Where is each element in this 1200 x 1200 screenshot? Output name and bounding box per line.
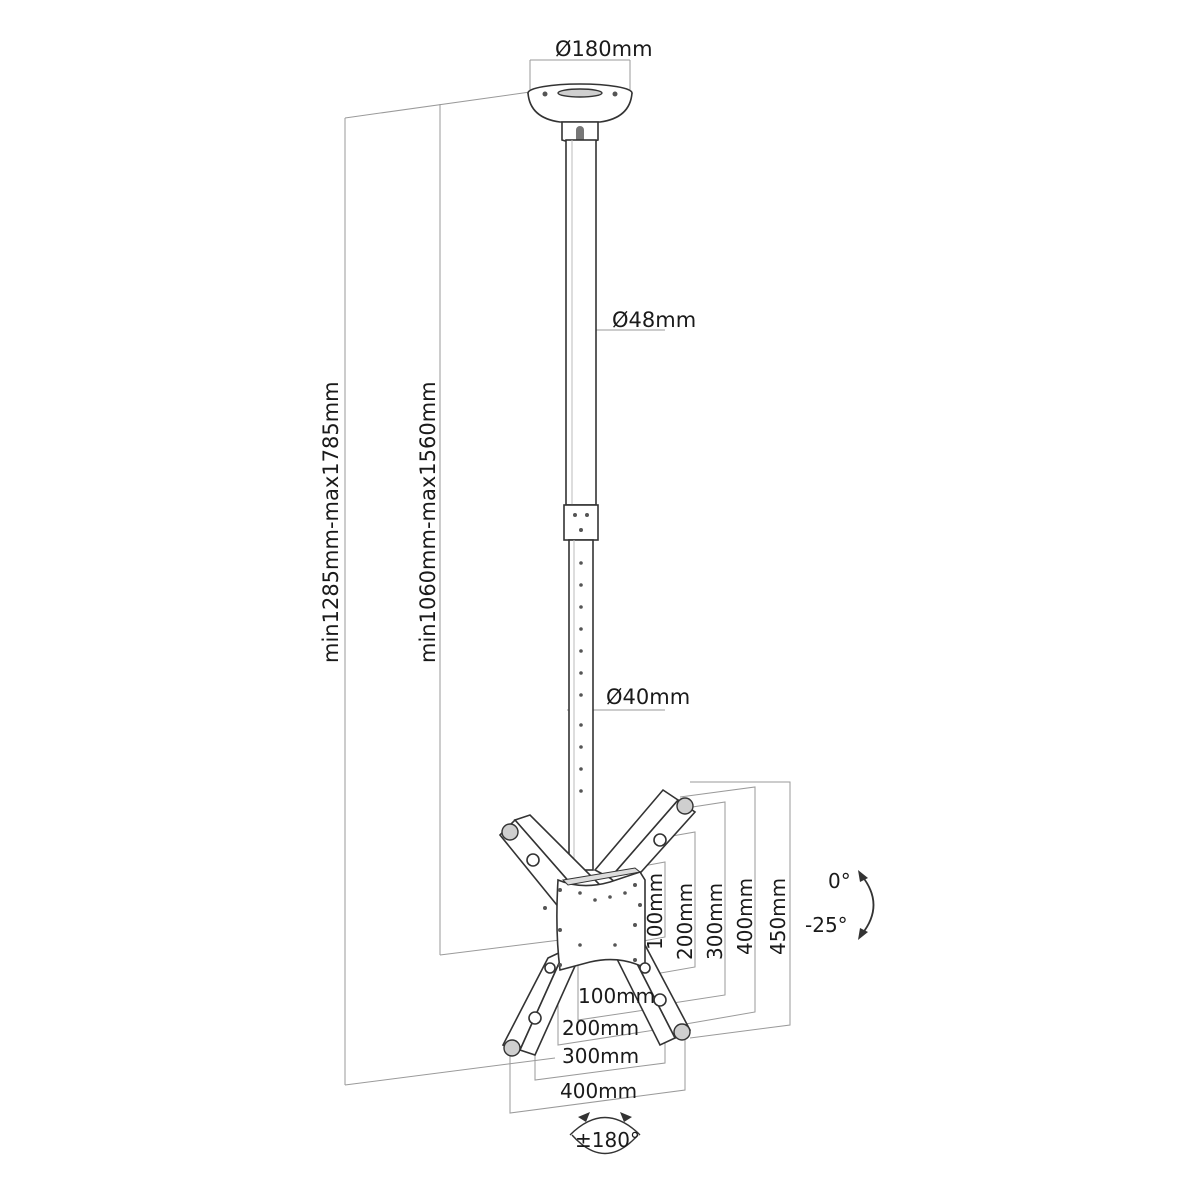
ceiling-plate	[527, 83, 633, 150]
vesa-v-100-label: 100mm	[643, 873, 667, 950]
vesa-h-100-label: 100mm	[578, 984, 655, 1008]
lower-tube	[568, 539, 594, 871]
tilt-top-label: 0°	[828, 869, 851, 893]
tilt-arrow-icon	[858, 870, 875, 940]
vesa-v-450-label: 450mm	[766, 878, 790, 955]
tilt-bottom-label: -25°	[805, 913, 848, 937]
upper-tube	[563, 139, 599, 541]
vesa-v-450-line	[689, 781, 791, 1039]
swivel-arrow-icon	[569, 1112, 641, 1155]
swivel-label: ±180°	[575, 1128, 640, 1152]
vesa-h-200-label: 200mm	[562, 1016, 639, 1040]
vesa-v-200-label: 200mm	[673, 883, 697, 960]
total-height-label: min1285mm-max1785mm	[319, 381, 343, 663]
vesa-h-400-label: 400mm	[560, 1079, 637, 1103]
vesa-v-400-label: 400mm	[733, 878, 757, 955]
vesa-h-300-label: 300mm	[562, 1044, 639, 1068]
arm-end-knobs	[501, 797, 694, 1057]
base-diameter-label: Ø180mm	[555, 37, 653, 61]
vesa-h-400-line	[509, 1028, 686, 1114]
text-labels: Ø180mm Ø48mm Ø40mm min1285mm-max1785mm m…	[319, 37, 851, 1152]
vesa-v-300-label: 300mm	[703, 883, 727, 960]
vesa-v-400-line	[679, 786, 756, 1026]
tube-height-label: min1060mm-max1560mm	[416, 381, 440, 663]
lower-tube-diameter-label: Ø40mm	[606, 685, 690, 709]
upper-tube-diameter-label: Ø48mm	[612, 308, 696, 332]
center-plate	[556, 871, 646, 972]
vesa-bracket	[498, 788, 697, 1057]
